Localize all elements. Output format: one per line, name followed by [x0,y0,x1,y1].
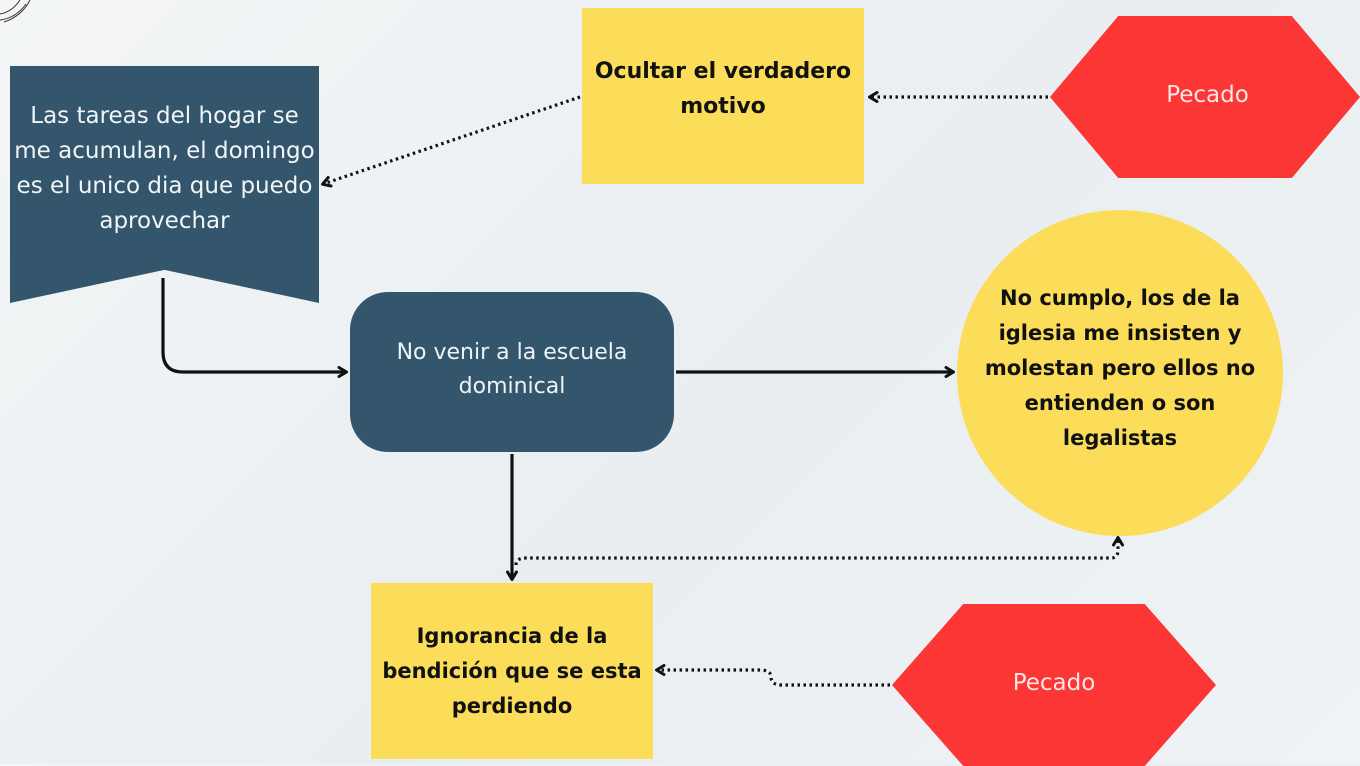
ocultar-motivo-label: Ocultar el verdadero motivo [594,59,852,119]
pecado-hexagon-bottom: Pecado [892,604,1216,766]
pecado-bottom-label: Pecado [1012,670,1096,696]
scribble-icon [0,0,31,23]
no-cumplo-label: No cumplo, los de la iglesia me insisten… [984,285,1256,450]
ignorancia-label: Ignorancia de la bendición que se esta p… [382,623,642,718]
ignorancia-box: Ignorancia de la bendición que se esta p… [371,583,653,759]
no-venir-node: No venir a la escuela dominical [350,292,674,452]
ocultar-motivo-box: Ocultar el verdadero motivo [582,8,864,184]
no-cumplo-circle: No cumplo, los de la iglesia me insisten… [957,210,1283,536]
edge-ocultar-to-tareas [321,95,581,188]
edge-pecado-bottom-to-ignorancia [655,664,890,687]
pecado-top-label: Pecado [1166,82,1249,108]
edge-ignorancia-to-no-cumplo [514,536,1124,566]
tareas-hogar-banner: Las tareas del hogar se me acumulan, el … [10,66,319,303]
edge-tareas-to-no-venir [161,278,348,378]
no-venir-label: No venir a la escuela dominical [396,340,628,399]
pecado-hexagon-top: Pecado [1050,16,1360,178]
tareas-hogar-label: Las tareas del hogar se me acumulan, el … [14,103,315,234]
